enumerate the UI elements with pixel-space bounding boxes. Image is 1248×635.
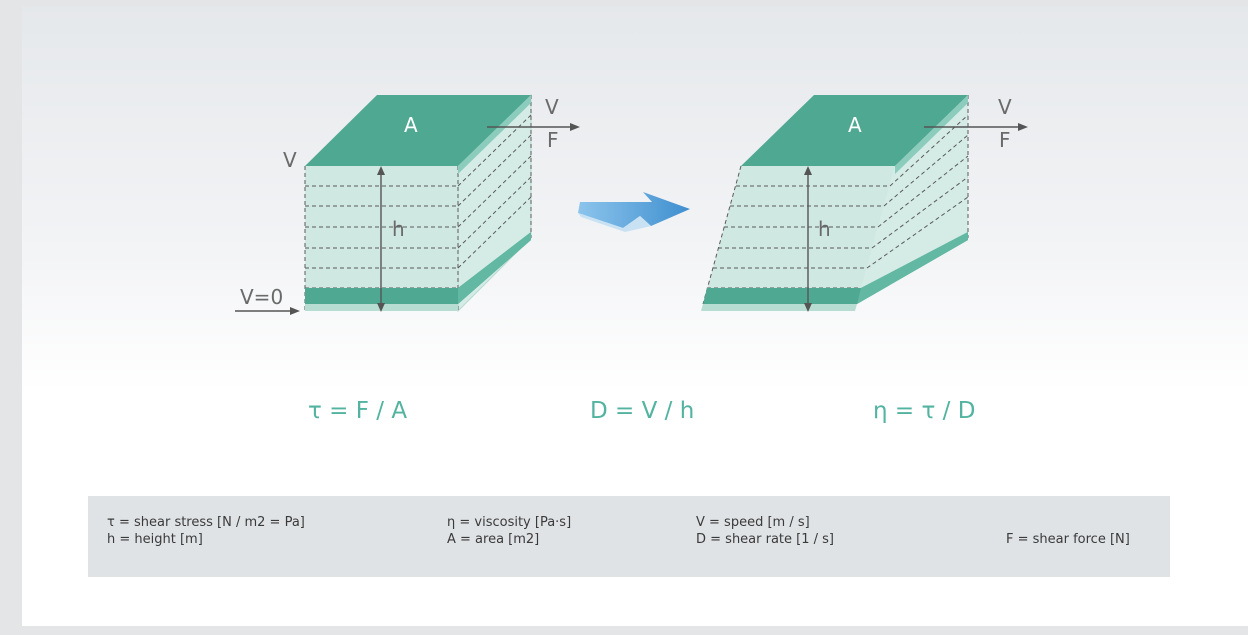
left-right-speed-label: V [545,95,559,119]
left-force-arrow [487,123,580,131]
legend-force: F = shear force [N] [1006,532,1130,547]
left-area-label: A [404,113,418,137]
legend-box: τ = shear stress [N / m2 = Pa] h = heigh… [88,496,1170,577]
legend-speed: V = speed [m / s] [696,515,810,530]
right-top-plate [741,95,968,166]
left-height-arrow [377,166,385,312]
shear-stress-formula: τ = F / A [308,398,408,424]
legend-tau: τ = shear stress [N / m2 = Pa] [107,515,305,530]
right-block-layers [702,95,969,305]
right-force-arrow [924,123,1028,131]
viscosity-formula: η = τ / D [873,398,976,424]
legend-eta: η = viscosity [Pa·s] [447,515,572,530]
left-zero-speed-label: V=0 [240,285,283,309]
right-block: A V F h [701,95,1028,312]
legend-area: A = area [m2] [447,532,540,547]
legend-shear-rate: D = shear rate [1 / s] [696,532,834,547]
right-force-label: F [999,128,1011,152]
left-top-plate [305,95,531,166]
left-top-speed-label: V [283,148,297,172]
right-height-arrow [804,166,812,312]
shear-rate-formula: D = V / h [590,398,695,424]
right-block-front-face [703,166,895,304]
left-height-label: h [392,217,405,241]
legend-height: h = height [m] [107,532,203,547]
right-area-label: A [848,113,862,137]
left-force-label: F [547,128,559,152]
left-block: A V V F h V=0 [235,93,580,315]
left-zero-speed-arrow [235,307,300,315]
transition-arrow [578,192,690,232]
right-height-label: h [818,217,831,241]
right-speed-label: V [998,95,1012,119]
